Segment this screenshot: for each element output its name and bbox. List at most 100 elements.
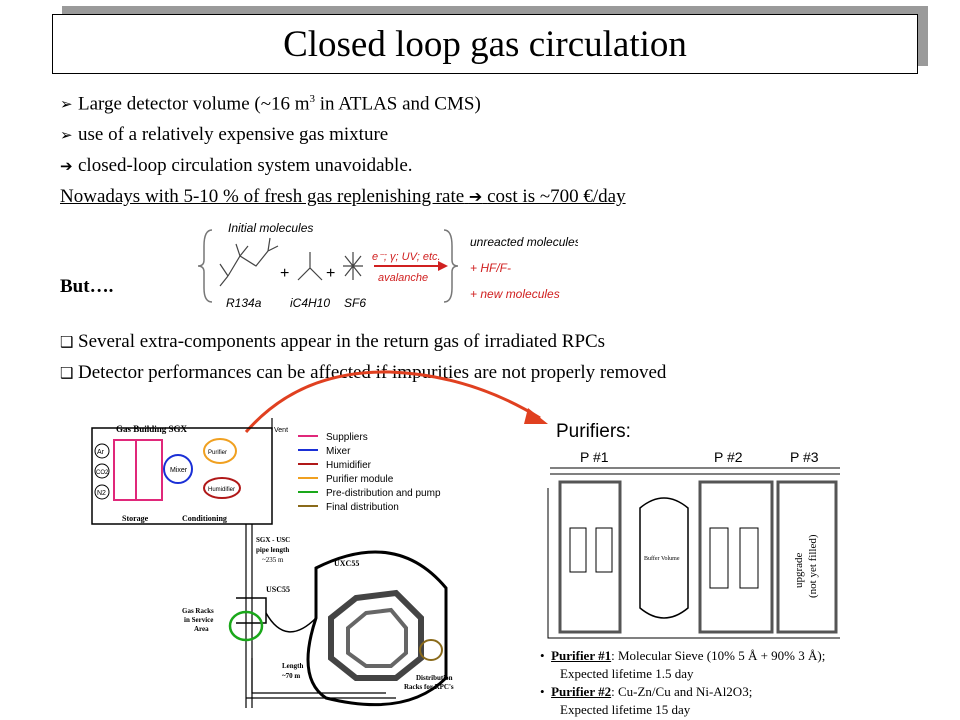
purifier-panel: P #1 P #2 P #3 Buffer Volume upgrade (no… xyxy=(547,449,840,639)
humidifier-ring xyxy=(203,477,241,499)
purifier-3-frame xyxy=(776,480,838,634)
purifier-note-4: Expected lifetime 15 day xyxy=(560,702,691,717)
usc55-wall xyxy=(236,597,267,624)
p1-label: P #1 xyxy=(580,449,609,465)
vent-label: Vent xyxy=(274,427,288,434)
right-arrow-icon: ➔ xyxy=(468,187,483,206)
arrow-top-label: e⁻; γ; UV; etc. xyxy=(372,251,441,263)
gas-system-schematic: Gas Building SGX Vent Ar CO2 N2 Mixer Pu… xyxy=(91,418,454,708)
legend-label: Purifier module xyxy=(326,474,394,485)
bullet-line-3: ➔closed-loop circulation system unavoida… xyxy=(60,155,413,177)
bullet-text: Several extra-components appear in the r… xyxy=(78,331,606,352)
n2-bottle-icon xyxy=(94,484,110,500)
purifier-1-name: Purifier #1 xyxy=(551,648,612,663)
purifier-1-frame xyxy=(558,480,622,634)
slide-title: Closed loop gas circulation xyxy=(52,14,918,74)
racks-label-2: in Service xyxy=(184,616,213,624)
slide-title-text: Closed loop gas circulation xyxy=(283,23,687,65)
pipe-label-3: ~235 m xyxy=(262,556,284,564)
replenish-text: Nowadays with 5-10 % of fresh gas replen… xyxy=(60,186,465,207)
ar-bottle-icon xyxy=(94,443,110,459)
bullet-text: in ATLAS and CMS) xyxy=(315,93,481,115)
length-label-2: ~70 m xyxy=(282,672,300,680)
purifier-1b xyxy=(595,527,613,573)
return-pipes xyxy=(246,658,396,699)
bullet-line-4: ❑Several extra-components appear in the … xyxy=(60,331,605,353)
square-bullet-icon: ❑ xyxy=(60,364,74,382)
arrow-bottom-label: avalanche xyxy=(378,272,428,284)
pipe-label-2: pipe length xyxy=(256,546,289,554)
purifier-ring xyxy=(203,438,237,464)
uxc55-cavern xyxy=(306,550,448,707)
humidifier-label: Humidifier xyxy=(208,487,235,493)
molecule-diagram: Initial molecules R134a + iC4H10 + SF6 e… xyxy=(198,221,578,310)
legend-label: Suppliers xyxy=(326,432,368,443)
purifier-note-2: Expected lifetime 1.5 day xyxy=(560,666,694,681)
co2-bottle-icon xyxy=(94,463,110,479)
detector-inner xyxy=(346,607,408,668)
r134a-label: R134a xyxy=(226,296,262,310)
curved-arrow-path xyxy=(244,370,541,433)
gas-building-label: Gas Building SGX xyxy=(116,424,188,434)
left-brace xyxy=(198,229,213,303)
buffer-volume-tank xyxy=(639,497,689,619)
final-distribution-ring xyxy=(419,639,443,661)
purifier-label: Purifier xyxy=(208,450,227,456)
suppliers-box xyxy=(113,439,137,501)
not-filled-label: (not yet filled) xyxy=(807,534,819,598)
purifiers-label: Purifiers: xyxy=(556,421,631,442)
return-line xyxy=(547,488,840,639)
isobutane-molecule xyxy=(297,252,323,281)
right-brace xyxy=(443,229,459,303)
pre-distribution-ring xyxy=(228,610,264,642)
output-new: + new molecules xyxy=(470,287,560,301)
plus-sign: + xyxy=(280,265,289,282)
legend-label: Humidifier xyxy=(326,460,372,471)
purifier-2-frame xyxy=(698,480,774,634)
manifold-lines xyxy=(550,467,840,475)
racks-label-3: Area xyxy=(194,625,209,633)
ar-label: Ar xyxy=(97,449,105,456)
suppliers-box-2 xyxy=(135,439,163,501)
initial-molecules-label: Initial molecules xyxy=(228,221,313,235)
mixer-label: Mixer xyxy=(170,467,188,474)
purifier-note-3: • Purifier #2: Cu-Zn/Cu and Ni-Al2O3; xyxy=(540,684,753,699)
pipe-label-1: SGX - USC xyxy=(256,536,290,544)
distribution-label-2: Racks for RPC's xyxy=(404,683,454,691)
bullet-line-2: ➢ use of a relatively expensive gas mixtu… xyxy=(60,124,388,146)
length-label-1: Length xyxy=(282,662,304,670)
arrow-bullet-icon: ➢ xyxy=(60,95,73,114)
uxc55-label: UXC55 xyxy=(334,559,359,568)
arrow-bullet-icon: ➢ xyxy=(60,126,73,144)
gas-building-box xyxy=(91,427,273,525)
racks-label-1: Gas Racks xyxy=(182,607,214,615)
sf6-label: SF6 xyxy=(344,296,366,310)
co2-label: CO2 xyxy=(96,470,109,476)
cost-text: cost is ~700 €/day xyxy=(487,186,626,207)
usc55-label: USC55 xyxy=(266,585,290,594)
buffer-label: Buffer Volume xyxy=(644,555,680,562)
purifier-note-1: • Purifier #1: Molecular Sieve (10% 5 Å … xyxy=(540,648,826,663)
upgrade-label: upgrade xyxy=(793,552,805,588)
reaction-arrow-head xyxy=(438,261,448,271)
legend-label: Final distribution xyxy=(326,502,399,513)
output-hf: + HF/F- xyxy=(470,261,511,275)
detector-outline xyxy=(328,589,424,681)
bullet-text: Large detector volume (~16 m xyxy=(78,93,310,115)
right-arrow-bullet-icon: ➔ xyxy=(60,157,73,175)
distribution-label-1: Distribution xyxy=(416,674,453,682)
replenish-line: Nowadays with 5-10 % of fresh gas replen… xyxy=(60,186,626,208)
legend-label: Pre-distribution and pump xyxy=(326,488,441,499)
p3-label: P #3 xyxy=(790,449,819,465)
purifier-2a xyxy=(709,527,729,589)
n2-label: N2 xyxy=(97,490,106,497)
superscript: 3 xyxy=(309,93,316,105)
curved-arrow-head xyxy=(524,408,548,424)
plus-sign: + xyxy=(326,265,335,282)
storage-label: Storage xyxy=(122,514,149,523)
purifier-2b xyxy=(739,527,759,589)
sf6-molecule xyxy=(343,252,363,280)
bullet-text: use of a relatively expensive gas mixtur… xyxy=(78,124,389,145)
